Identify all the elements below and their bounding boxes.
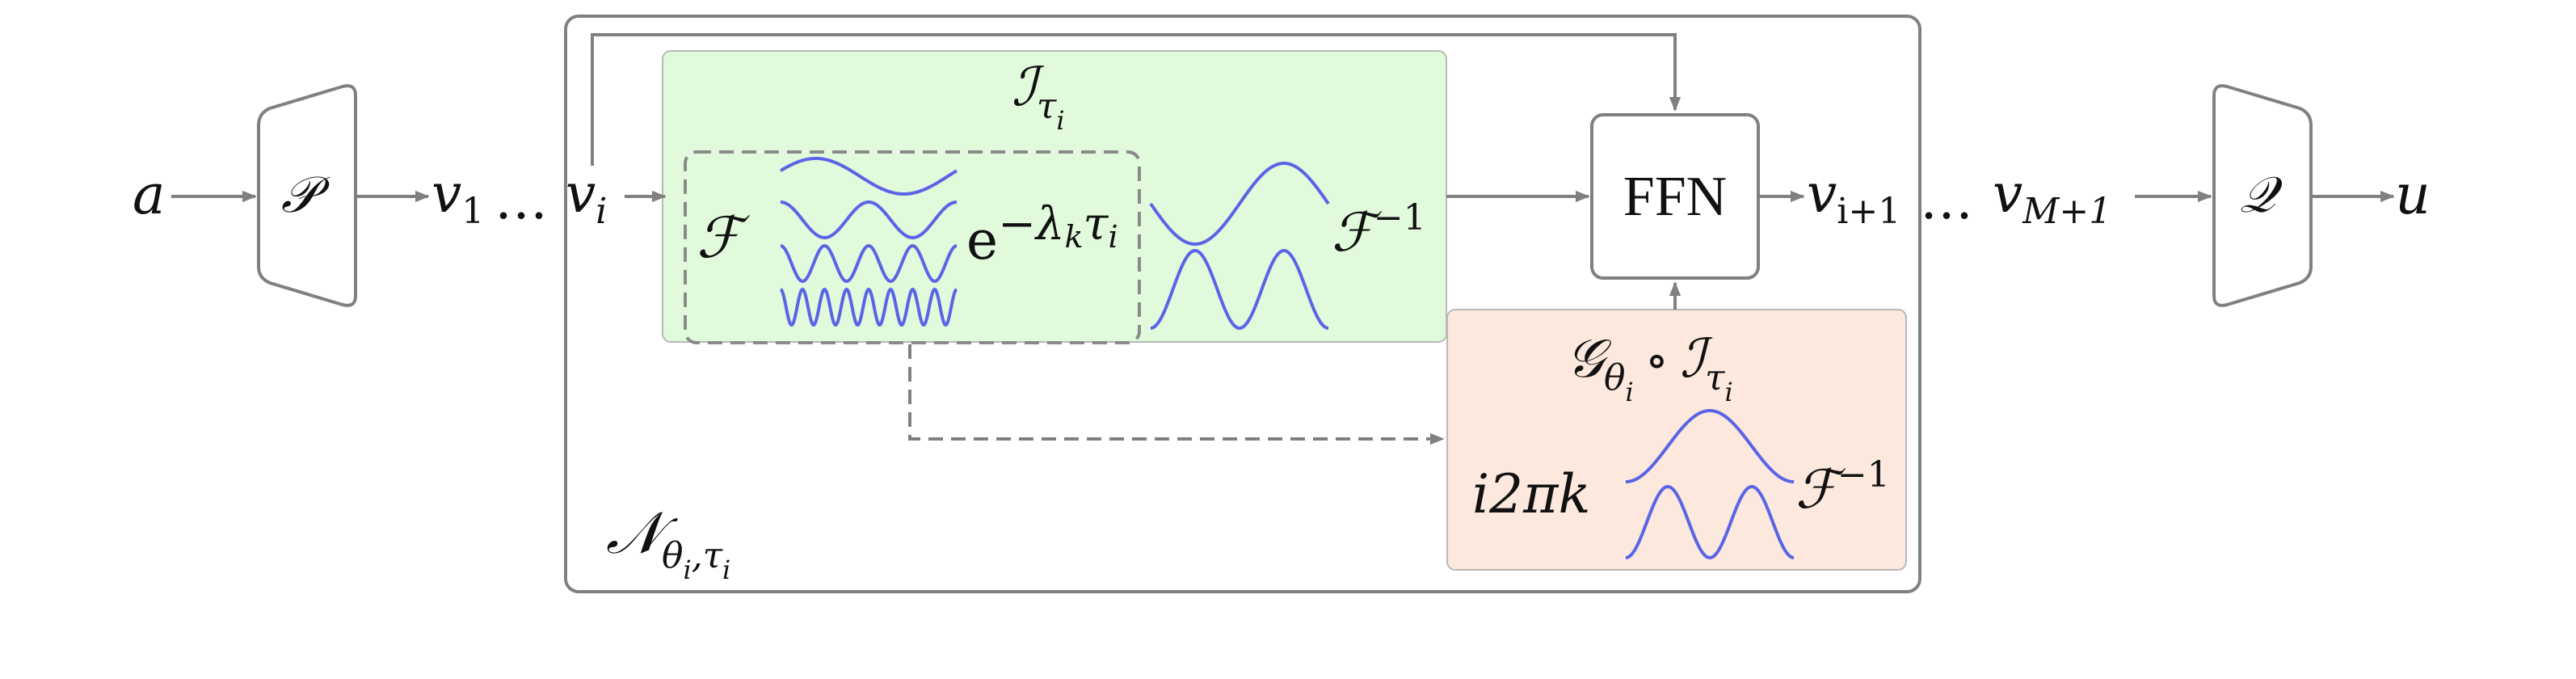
fourier-wave-mode-2 (780, 200, 958, 240)
orange-block-G (1446, 309, 1907, 571)
dashed-fourier-box (684, 150, 1141, 344)
label-vi-plus-1: vi+1 (1807, 162, 1900, 232)
dashed-connector (908, 344, 1445, 445)
label-i2pik: i2πk (1472, 463, 1590, 525)
label-v1: v1 (431, 162, 484, 232)
label-integral-top: ℐτi (1012, 56, 1065, 136)
inverse-wave-1 (1149, 161, 1330, 247)
label-dots-2: … (1920, 169, 1973, 231)
ffn-box (1590, 113, 1760, 280)
label-inverse-fourier-top: ℱ−1 (1332, 197, 1426, 264)
fourier-mode-waves (779, 156, 958, 327)
projection-trapezoid-icon (2212, 84, 2313, 307)
lifting-trapezoid-icon (257, 84, 357, 307)
label-fourier: ℱ (697, 205, 750, 271)
skip-connection (591, 33, 1682, 166)
fourier-wave-mode-4 (779, 287, 958, 327)
label-dots-1: … (495, 169, 548, 231)
derivative-waves (1625, 408, 1795, 560)
fourier-wave-mode-3 (780, 243, 958, 284)
label-Q: 𝒬 (2240, 165, 2283, 224)
label-vM-plus-1: vM+1 (1993, 162, 2111, 232)
derivative-wave-2 (1625, 484, 1795, 560)
label-exponential: e−λkτi (966, 198, 1118, 272)
label-u: u (2395, 163, 2431, 227)
inverse-fourier-waves (1149, 161, 1330, 331)
fourier-wave-mode-1 (779, 156, 958, 196)
outer-block-N (564, 15, 1921, 593)
label-vi: vi (566, 162, 607, 232)
label-G-circ-I: 𝒢θi∘ℐτi (1566, 327, 1733, 407)
label-a: a (133, 163, 166, 227)
ffn-label: FFN (1623, 166, 1727, 228)
label-N-operator: 𝒩θi,τi (606, 499, 730, 585)
derivative-wave-1 (1625, 408, 1795, 483)
inverse-wave-2 (1150, 248, 1329, 331)
